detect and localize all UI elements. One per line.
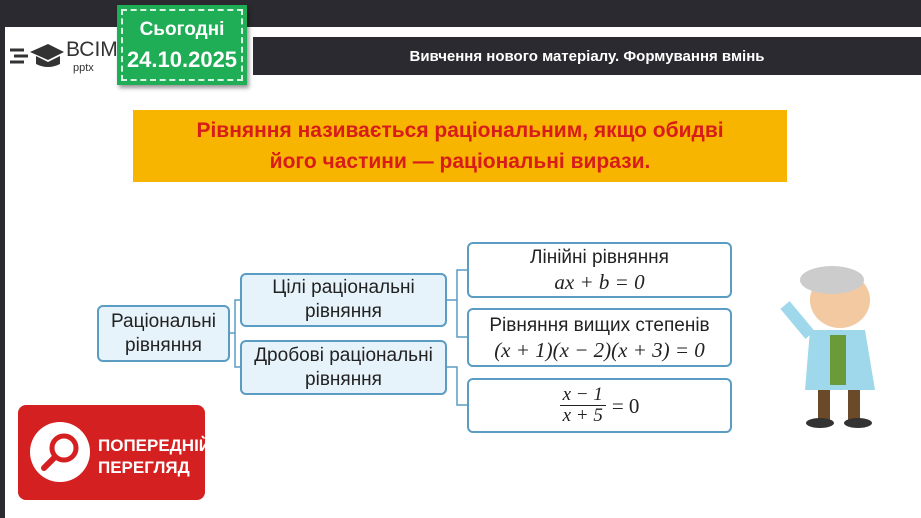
definition-box: Рівняння називається раціональним, якщо …: [133, 110, 787, 182]
node-text: рівняння: [125, 334, 202, 356]
date-badge: Сьогодні 24.10.2025: [117, 5, 247, 85]
node-text: Раціональні: [110, 310, 217, 332]
denominator: x + 5: [562, 405, 603, 426]
preview-label: ПЕРЕГЛЯД: [98, 458, 190, 477]
node-text: Лінійні рівняння: [530, 247, 669, 268]
node-text: рівняння: [305, 368, 382, 390]
fractional-equations-node: Дробові раціональні рівняння: [240, 340, 447, 395]
node-text: Рівняння вищих степенів: [489, 314, 710, 336]
numerator: x − 1: [559, 385, 606, 406]
date-value: 24.10.2025: [126, 47, 238, 72]
logo-brand: ВСІМ: [66, 38, 118, 61]
preview-button[interactable]: ПОПЕРЕДНІЙ ПЕРЕГЛЯД: [18, 405, 211, 500]
section-header: Вивчення нового матеріалу. Формування вм…: [253, 37, 921, 75]
today-label: Сьогодні: [139, 19, 225, 40]
logo: ВСІМ pptx: [8, 38, 118, 74]
formula-rhs: = 0: [611, 393, 640, 418]
definition-line: Рівняння називається раціональним, якщо …: [196, 119, 724, 142]
professor-illustration: [780, 266, 875, 428]
higher-degree-node: Рівняння вищих степенів (x + 1)(x − 2)(x…: [467, 308, 732, 367]
graduation-cap-icon: [10, 44, 64, 67]
root-node: Раціональні рівняння: [97, 305, 230, 362]
formula: ax + b = 0: [554, 270, 645, 294]
linear-equations-node: Лінійні рівняння ax + b = 0: [467, 242, 732, 298]
formula: (x + 1)(x − 2)(x + 3) = 0: [494, 337, 705, 362]
node-text: Дробові раціональні: [254, 344, 433, 366]
node-text: Цілі раціональні: [272, 277, 415, 298]
node-text: рівняння: [305, 301, 382, 322]
definition-line: його частини — раціональні вирази.: [269, 150, 651, 173]
logo-sub: pptx: [73, 62, 94, 74]
whole-equations-node: Цілі раціональні рівняння: [240, 273, 447, 327]
preview-label: ПОПЕРЕДНІЙ: [98, 436, 212, 455]
magnifier-icon: [30, 422, 90, 482]
